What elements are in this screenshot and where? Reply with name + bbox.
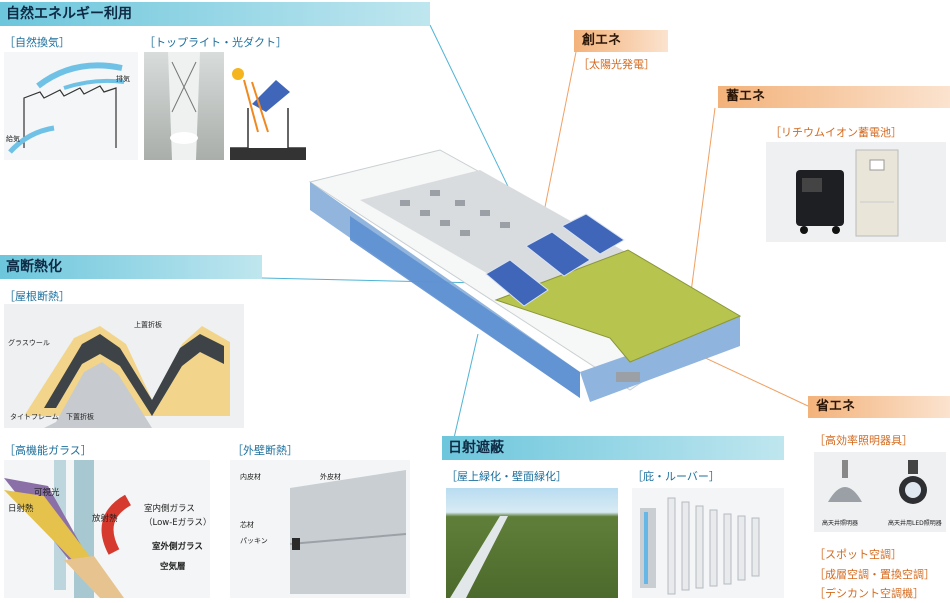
wall-panel xyxy=(290,470,406,594)
solar-heat-beam xyxy=(4,490,100,578)
shading-header: 日射遮蔽 xyxy=(442,436,784,460)
building-illustration xyxy=(308,149,742,402)
solar-panel-3 xyxy=(561,213,625,255)
insulation-header: 高断熱化 xyxy=(0,255,262,279)
wall-insulation-label: ［外壁断熱］ xyxy=(232,444,298,457)
toplight-label: ［トップライト・光ダクト］ xyxy=(144,36,287,49)
high-ceiling-lamp-icon xyxy=(828,487,862,502)
lower-folded-label: 下置折板 xyxy=(66,413,94,421)
leader-shading xyxy=(453,333,479,439)
lamp1-label: 高天井照明器 xyxy=(822,520,859,527)
toplight-photo xyxy=(144,52,224,160)
solar-header: 創エネ xyxy=(574,30,668,52)
packing-label: パッキン xyxy=(240,537,268,545)
core-label: 芯材 xyxy=(240,521,254,529)
roof-insulation-label: ［屋根断熱］ xyxy=(4,290,70,303)
intake-arrow xyxy=(8,125,55,154)
outer-skin-label: 外皮材 xyxy=(320,473,341,481)
inner-glass-label: 室内側ガラス xyxy=(144,504,195,514)
desiccant-ac-label: ［デシカント空調機］ xyxy=(814,587,924,600)
solar-sub-label: ［太陽光発電］ xyxy=(578,58,655,71)
ventilation-diagram: 排気 給気 xyxy=(4,52,138,160)
high-performance-glass-label: ［高機能ガラス］ xyxy=(4,444,92,457)
outer-glass-label: 室外側ガラス xyxy=(152,542,203,552)
spot-ac-label: ［スポット空調］ xyxy=(814,548,902,561)
glass-diagram: 可視光 日射熱 放射熱 室内側ガラス （Low-Eガラス） 室外側ガラス 空気層 xyxy=(4,460,212,598)
upper-folded-label: 上置折板 xyxy=(134,321,162,329)
louver-diagram xyxy=(632,488,784,598)
solar-panel-1 xyxy=(485,259,549,307)
saving-header: 省エネ xyxy=(808,396,950,418)
wall-diagram: 内皮材 外皮材 芯材 パッキン xyxy=(230,460,410,598)
lighting-photo: 高天井照明器 高天井用LED照明器 xyxy=(814,452,946,532)
roof-insulation-diagram: グラスウール 上置折板 タイトフレーム 下置折板 xyxy=(4,304,244,428)
solar-panel-2 xyxy=(525,231,591,277)
natural-ventilation-label: ［自然換気］ xyxy=(4,36,70,49)
rooftop-greening-photo xyxy=(446,488,618,598)
storage-header: 蓄エネ xyxy=(718,86,950,108)
leader-storage xyxy=(689,107,716,301)
layer-ac-label: ［成層空調・置換空調］ xyxy=(814,568,935,581)
exhaust-arrow xyxy=(36,62,123,89)
exhaust-label: 排気 xyxy=(116,75,130,83)
louver-label: ［庇・ルーバー］ xyxy=(632,470,720,483)
lamp2-label: 高天井用LED照明器 xyxy=(888,520,942,527)
glass-wool-label: グラスウール xyxy=(8,339,50,347)
tight-frame-label: タイトフレーム xyxy=(10,413,59,421)
ventilation-svg xyxy=(8,62,125,154)
greening-label: ［屋上緑化・壁面緑化］ xyxy=(446,470,567,483)
sun-icon xyxy=(232,68,244,80)
light-duct-diagram xyxy=(228,52,308,160)
inner-skin-label: 内皮材 xyxy=(240,473,261,481)
solar-heat-label: 日射熱 xyxy=(8,504,34,514)
air-layer-label: 空気層 xyxy=(160,562,186,572)
lighting-label: ［高効率照明器具］ xyxy=(814,434,913,447)
natural-energy-header: 自然エネルギー利用 xyxy=(0,2,430,26)
radiant-heat-arrow xyxy=(101,494,132,555)
intake-label: 給気 xyxy=(6,135,20,143)
visible-light-label: 可視光 xyxy=(34,488,60,498)
storage-cabinet-icon xyxy=(855,149,899,237)
storage-sub-label: ［リチウムイオン蓄電池］ xyxy=(770,126,902,139)
battery-photo xyxy=(766,142,946,242)
radiant-heat-label: 放射熱 xyxy=(92,514,118,524)
upper-folded-sheet xyxy=(44,334,224,416)
lowe-glass-label: （Low-Eガラス） xyxy=(144,518,212,528)
